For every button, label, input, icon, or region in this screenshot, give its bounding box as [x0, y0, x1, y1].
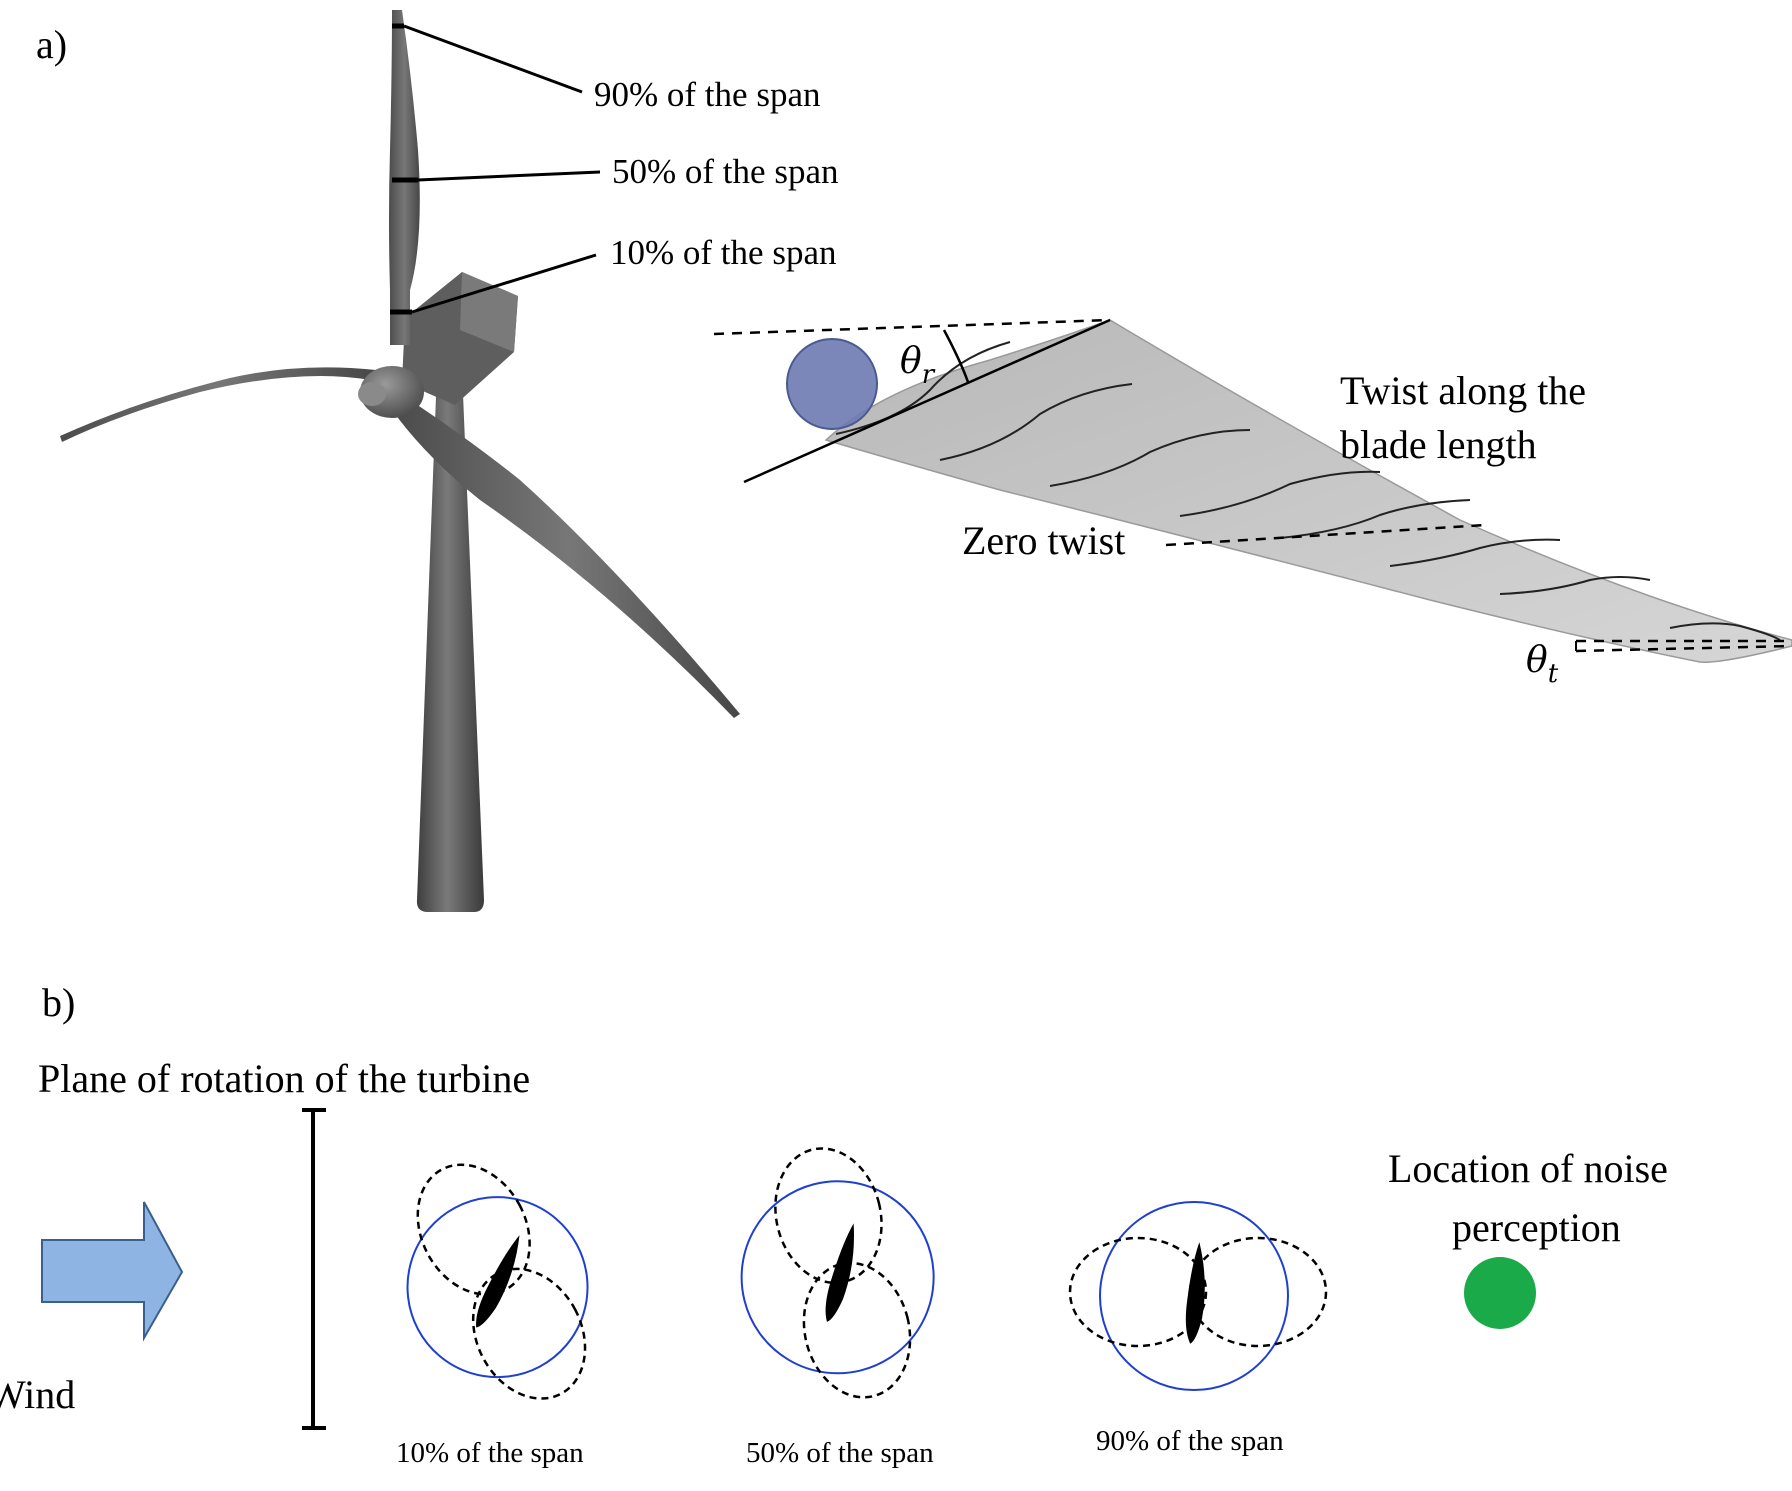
svg-text:θt: θt — [1526, 640, 1559, 689]
turbine-spinner — [358, 382, 386, 406]
airfoil-icon — [825, 1223, 854, 1322]
leader-line-10 — [411, 253, 597, 314]
root-angle-arc — [942, 329, 970, 383]
directivity-dashed-lobe-upper — [416, 1163, 531, 1296]
directivity-label-10: 10% of the span — [396, 1437, 584, 1469]
turbine-blade-lower-right — [398, 400, 740, 718]
root-angle-symbol: θ — [900, 341, 922, 382]
callout-10-span: 10% of the span — [610, 233, 836, 272]
directivity-dashed-lobe-lower — [471, 1267, 587, 1400]
turbine-blade-left — [60, 367, 376, 442]
directivity-solid-curve — [406, 1196, 589, 1379]
leader-line-90 — [403, 24, 583, 94]
directivity-dashed-lobe-lower — [802, 1261, 912, 1399]
blade-root-circle — [786, 338, 878, 430]
directivity-pattern-50 — [740, 1147, 935, 1399]
airfoil-icon — [1185, 1242, 1205, 1344]
blade-surface — [824, 319, 1792, 663]
receiver-label-line2: perception — [1452, 1205, 1621, 1250]
receiver-label-line1: Location of noise — [1388, 1146, 1668, 1191]
directivity-pattern-90 — [1068, 1201, 1328, 1391]
tip-angle-symbol: θ — [1526, 640, 1548, 681]
plane-of-rotation-line — [302, 1108, 326, 1430]
callout-50-span: 50% of the span — [612, 152, 838, 191]
wind-turbine-illustration — [60, 10, 740, 912]
blade-cross-sections — [835, 341, 1781, 641]
root-chord-line — [743, 318, 1111, 484]
tip-angle-subscript: t — [1548, 659, 1559, 689]
leader-line-50 — [417, 170, 601, 182]
directivity-pattern-10 — [406, 1163, 589, 1400]
noise-receiver-dot — [1464, 1257, 1536, 1329]
twist-label-line2: blade length — [1340, 422, 1537, 467]
directivity-solid-curve — [1099, 1201, 1289, 1391]
turbine-tower — [416, 370, 484, 912]
twist-label-line1: Twist along the — [1340, 368, 1586, 413]
wind-arrow-icon — [41, 1201, 184, 1342]
root-angle-subscript: r — [922, 360, 936, 390]
directivity-label-50: 50% of the span — [746, 1437, 934, 1469]
tip-reference-dashed-line-2 — [1575, 644, 1792, 653]
panel-a-label: a) — [36, 22, 67, 67]
twisted-blade-illustration — [713, 318, 1792, 663]
plane-of-rotation-label: Plane of rotation of the turbine — [38, 1056, 530, 1101]
directivity-dashed-lobe-left — [1068, 1236, 1208, 1348]
svg-text:θr: θr — [900, 341, 936, 390]
wind-label: Wind — [0, 1372, 75, 1417]
directivity-solid-curve — [740, 1180, 935, 1375]
directivity-dashed-lobe-right — [1188, 1236, 1328, 1348]
directivity-label-90: 90% of the span — [1096, 1425, 1284, 1457]
root-reference-dashed-line — [713, 318, 1111, 336]
zero-twist-label: Zero twist — [962, 518, 1125, 563]
directivity-dashed-lobe-upper — [774, 1147, 883, 1285]
panel-b-label: b) — [42, 980, 75, 1025]
callout-90-span: 90% of the span — [594, 75, 820, 114]
airfoil-icon — [476, 1235, 520, 1328]
